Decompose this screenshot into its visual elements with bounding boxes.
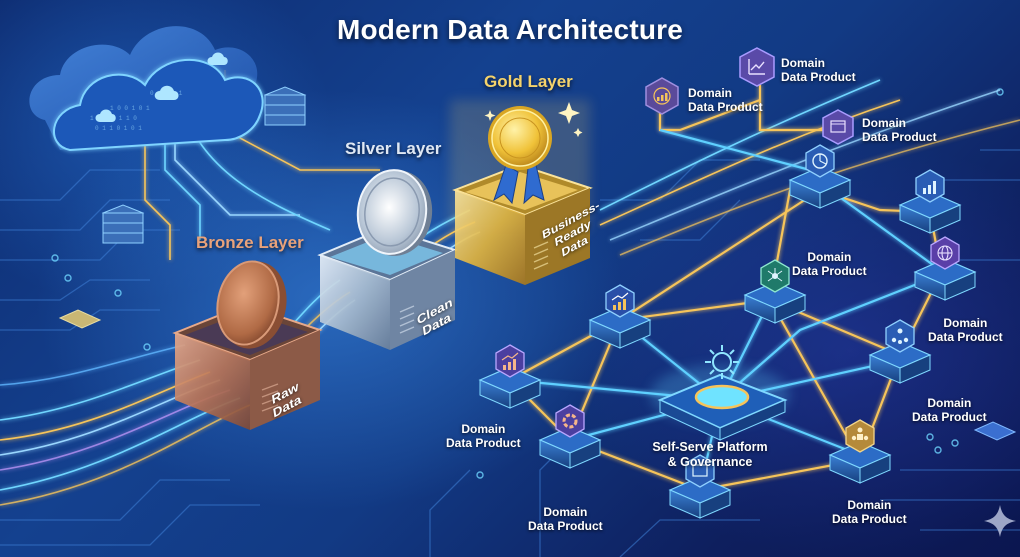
- dp-line1: Domain: [781, 56, 826, 70]
- domain-product-label: Domain Data Product: [912, 396, 987, 424]
- domain-node: [668, 454, 732, 519]
- server-stack-icon: [101, 204, 145, 244]
- dp-line2: Data Product: [832, 512, 907, 526]
- domain-node: [828, 419, 892, 484]
- domain-product-label: Domain Data Product: [792, 250, 867, 278]
- platform-node: [650, 345, 790, 441]
- dp-line2: Data Product: [928, 330, 1003, 344]
- platform-label: Self-Serve Platform & Governance: [650, 440, 770, 470]
- cloud-icon: 1 0 1 0 1 1 00 1 1 0 1 0 1 1 0 0 1 0 10 …: [29, 26, 264, 152]
- globe-icon: [937, 245, 953, 261]
- dp-line2: Data Product: [781, 70, 856, 84]
- dp-line2: Data Product: [912, 410, 987, 424]
- line-chart-icon: [748, 59, 765, 75]
- domain-node: [478, 344, 542, 409]
- svg-text:1 0 0 1 0 1: 1 0 0 1 0 1: [110, 105, 150, 112]
- domain-node: [538, 404, 602, 469]
- domain-product-label: Domain Data Product: [528, 505, 603, 533]
- gear-icon: [705, 345, 739, 379]
- platform-line1: Self-Serve Platform: [652, 440, 768, 454]
- domain-hex: [739, 47, 775, 87]
- domain-hex: [822, 109, 854, 145]
- domain-product-label: Domain Data Product: [928, 316, 1003, 344]
- sparkle-icon: [484, 102, 583, 137]
- sparkle-logo-icon: [984, 505, 1016, 537]
- domain-node: [898, 169, 962, 234]
- browser-window-icon: [830, 120, 846, 133]
- domain-product-label: Domain Data Product: [688, 86, 763, 114]
- dp-line1: Domain: [543, 505, 588, 519]
- dp-line2: Data Product: [688, 100, 763, 114]
- domain-node: [913, 236, 977, 301]
- gold-medal-icon: [488, 106, 552, 205]
- bar-chart-icon: [923, 181, 936, 194]
- page-title: Modern Data Architecture: [336, 14, 684, 45]
- bronze-layer-box: [172, 260, 323, 430]
- domain-node: [743, 259, 807, 324]
- domain-product-label: Domain Data Product: [446, 422, 521, 450]
- team-icon: [851, 427, 869, 441]
- gold-layer-box: [450, 100, 593, 285]
- silver-layer-box: [317, 169, 458, 350]
- silver-layer-label: Silver Layer: [345, 139, 442, 158]
- dp-line2: Data Product: [446, 436, 521, 450]
- bar-chart-circle-icon: [653, 87, 671, 105]
- platform-line2: & Governance: [667, 455, 753, 469]
- bronze-layer-label: Bronze Layer: [196, 233, 304, 252]
- browser-window-icon: [692, 464, 708, 477]
- domain-product-label: Domain Data Product: [862, 116, 937, 144]
- network-hub-icon: [767, 268, 783, 282]
- dp-line2: Data Product: [862, 130, 937, 144]
- dp-line1: Domain: [862, 116, 907, 130]
- dp-line1: Domain: [927, 396, 972, 410]
- domain-product-label: Domain Data Product: [781, 56, 856, 84]
- growth-chart-icon: [503, 359, 516, 370]
- dp-line1: Domain: [943, 316, 988, 330]
- cycle-icon: [562, 413, 578, 429]
- dp-line1: Domain: [847, 498, 892, 512]
- svg-text:0 1 1 0 1 0 1: 0 1 1 0 1 0 1: [95, 125, 142, 132]
- dp-line1: Domain: [688, 86, 733, 100]
- gold-layer-label: Gold Layer: [484, 72, 573, 91]
- domain-node: [788, 144, 852, 209]
- dp-line2: Data Product: [528, 519, 603, 533]
- domain-node: [868, 319, 932, 384]
- growth-chart-icon: [613, 299, 626, 310]
- dp-line1: Domain: [461, 422, 506, 436]
- chip-icon: [58, 309, 102, 329]
- dp-line1: Domain: [807, 250, 852, 264]
- chip-icon: [973, 421, 1017, 441]
- domain-product-label: Domain Data Product: [832, 498, 907, 526]
- server-stack-icon: [263, 86, 307, 126]
- org-chart-icon: [891, 328, 909, 344]
- bronze-coin-icon: [216, 260, 287, 349]
- dp-line2: Data Product: [792, 264, 867, 278]
- silver-coin-icon: [356, 169, 433, 256]
- domain-node: [588, 284, 652, 349]
- domain-hex: [645, 77, 679, 115]
